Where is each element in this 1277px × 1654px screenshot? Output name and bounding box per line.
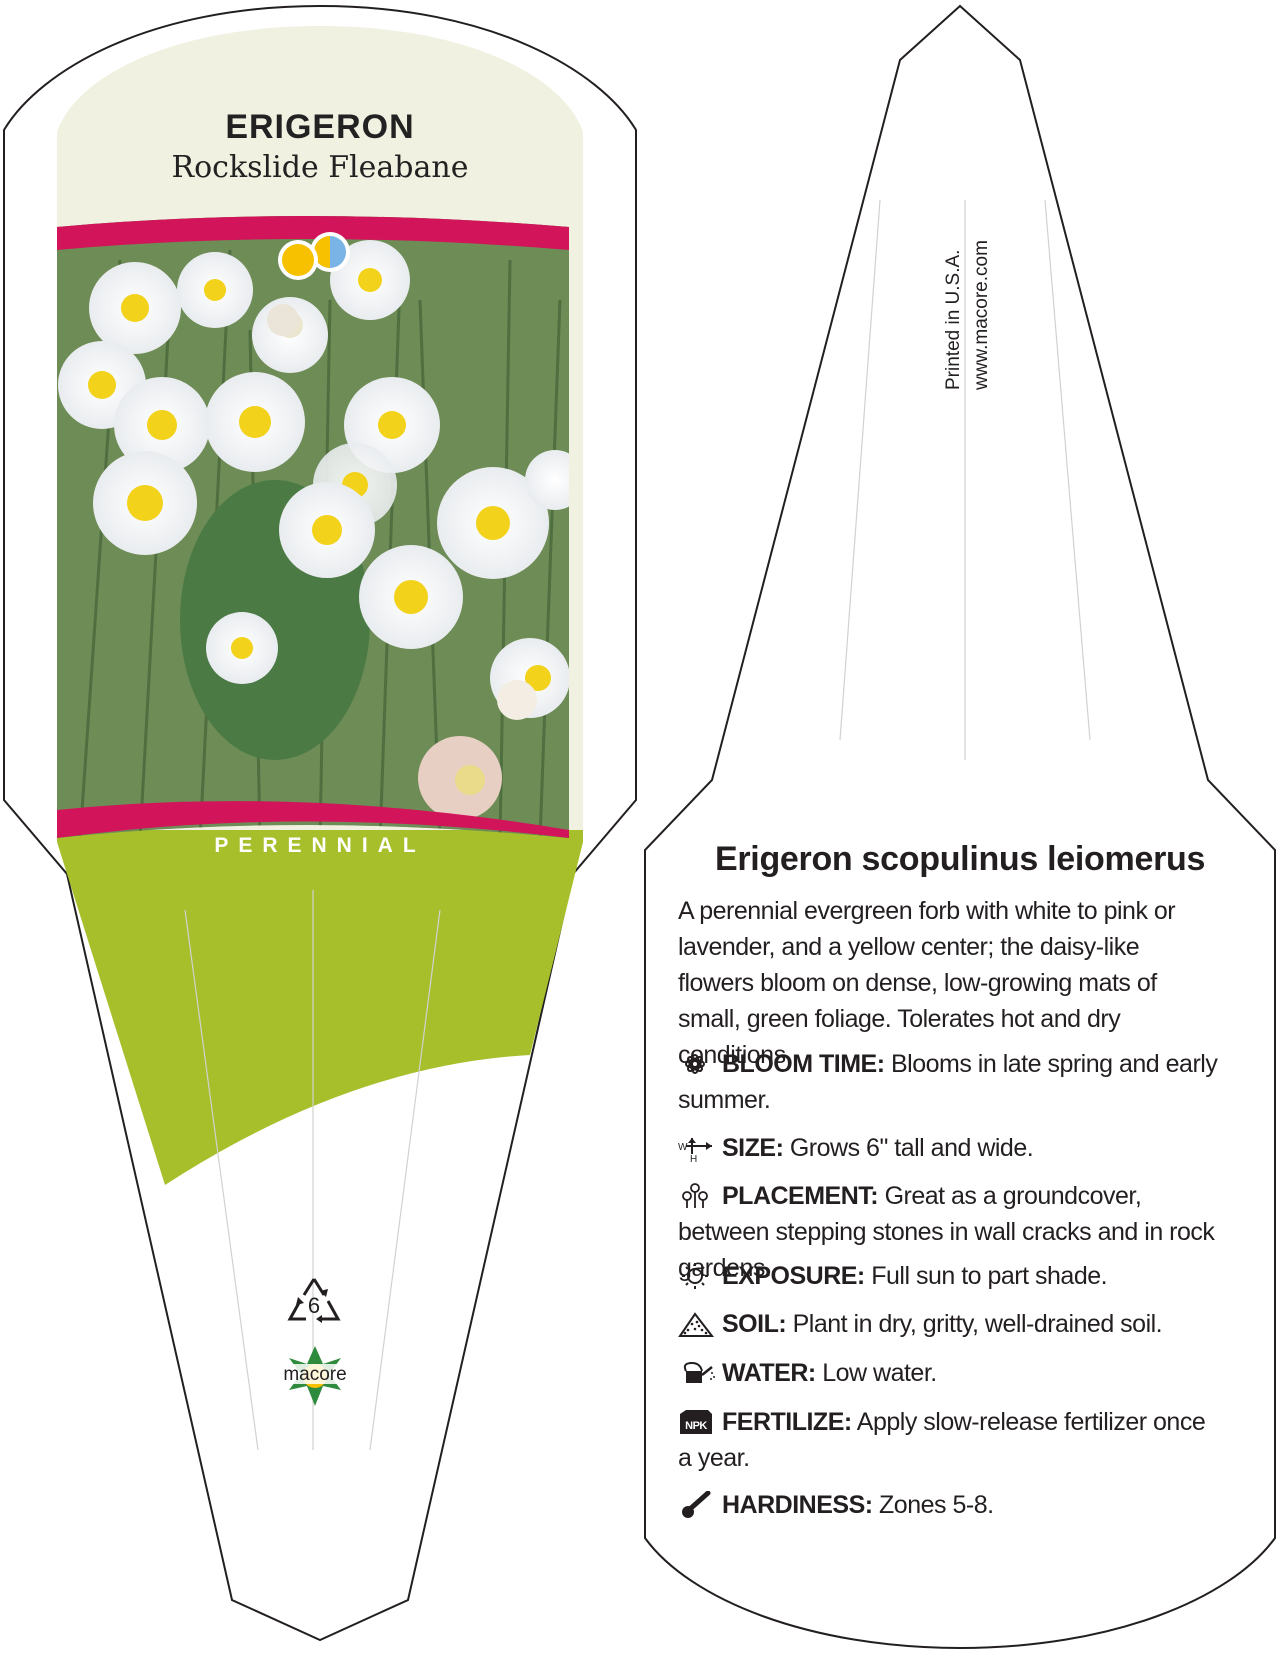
- attribute-text: Full sun to part shade.: [871, 1262, 1108, 1290]
- svg-text:W: W: [678, 1142, 688, 1153]
- bottom-magenta-band: [57, 801, 569, 838]
- svg-text:H: H: [690, 1154, 697, 1162]
- attribute-label: PLACEMENT:: [722, 1182, 879, 1210]
- attribute-bloom-time: BLOOM TIME: Blooms in late spring and ea…: [678, 1046, 1218, 1118]
- flower-photo: [57, 216, 569, 838]
- attribute-text: Apply slow-release fertilizer once a yea…: [678, 1408, 1206, 1472]
- website-text: www.macore.com: [971, 240, 992, 390]
- attribute-label: EXPOSURE:: [722, 1262, 865, 1290]
- attribute-fertilize: NPK FERTILIZE: Apply slow-release fertil…: [678, 1404, 1218, 1476]
- attribute-text: Grows 6" tall and wide.: [789, 1134, 1034, 1162]
- recycle-icon: 6: [287, 1278, 341, 1323]
- sun-icon: [682, 1263, 708, 1289]
- attribute-soil: SOIL: Plant in dry, gritty, well-drained…: [678, 1306, 1218, 1342]
- print-note: Printed in U.S.A. www.macore.com: [940, 190, 1000, 390]
- attribute-exposure: EXPOSURE: Full sun to part shade.: [678, 1258, 1218, 1294]
- attribute-label: SOIL:: [722, 1310, 787, 1338]
- attribute-label: WATER:: [722, 1359, 816, 1387]
- attribute-label: HARDINESS:: [722, 1491, 873, 1519]
- brand-name: macore: [283, 1364, 346, 1385]
- attribute-water: WATER: Low water.: [678, 1355, 1218, 1391]
- scientific-name: Erigeron scopulinus leiomerus: [715, 840, 1206, 878]
- top-magenta-band: [57, 216, 569, 250]
- plant-category-label: PERENNIAL: [214, 834, 426, 857]
- attribute-label: SIZE:: [722, 1134, 784, 1162]
- plant-common-name: Rockslide Fleabane: [171, 150, 469, 185]
- attribute-text: Low water.: [822, 1359, 937, 1387]
- sun-exposure-icon: [278, 232, 350, 280]
- npk-icon: NPK: [680, 1410, 712, 1434]
- plant-description: A perennial evergreen forb with white to…: [678, 897, 1176, 1069]
- recycle-number: 6: [308, 1293, 320, 1318]
- attribute-label: FERTILIZE:: [722, 1408, 852, 1436]
- thermometer-icon: [682, 1491, 711, 1518]
- attribute-text: Zones 5-8.: [879, 1491, 994, 1519]
- macore-logo-icon: macore: [278, 1346, 352, 1406]
- flower-icon: [685, 1054, 705, 1074]
- size-icon: W H: [678, 1138, 712, 1162]
- attribute-text: Plant in dry, gritty, well-drained soil.: [792, 1310, 1163, 1338]
- soil-icon: [678, 1312, 715, 1337]
- svg-text:NPK: NPK: [685, 1420, 707, 1432]
- printed-in-text: Printed in U.S.A.: [943, 249, 964, 390]
- daisies: [58, 240, 569, 820]
- plant-genus-title: ERIGERON: [225, 108, 415, 146]
- placement-icon: [682, 1183, 708, 1208]
- attribute-label: BLOOM TIME:: [722, 1050, 885, 1078]
- attribute-size: W H SIZE: Grows 6" tall and wide.: [678, 1130, 1218, 1166]
- attribute-hardiness: HARDINESS: Zones 5-8.: [678, 1487, 1218, 1523]
- back-fold-lines: [839, 199, 1091, 760]
- attribute-placement: PLACEMENT: Great as a groundcover, betwe…: [678, 1178, 1218, 1286]
- attribute-text: Blooms in late spring and early summer.: [678, 1050, 1218, 1114]
- back-tag-outline: [644, 4, 1276, 1650]
- attribute-text: Great as a groundcover, between stepping…: [678, 1182, 1215, 1282]
- watering-can-icon: [683, 1361, 715, 1383]
- front-green-panel: [57, 830, 583, 1185]
